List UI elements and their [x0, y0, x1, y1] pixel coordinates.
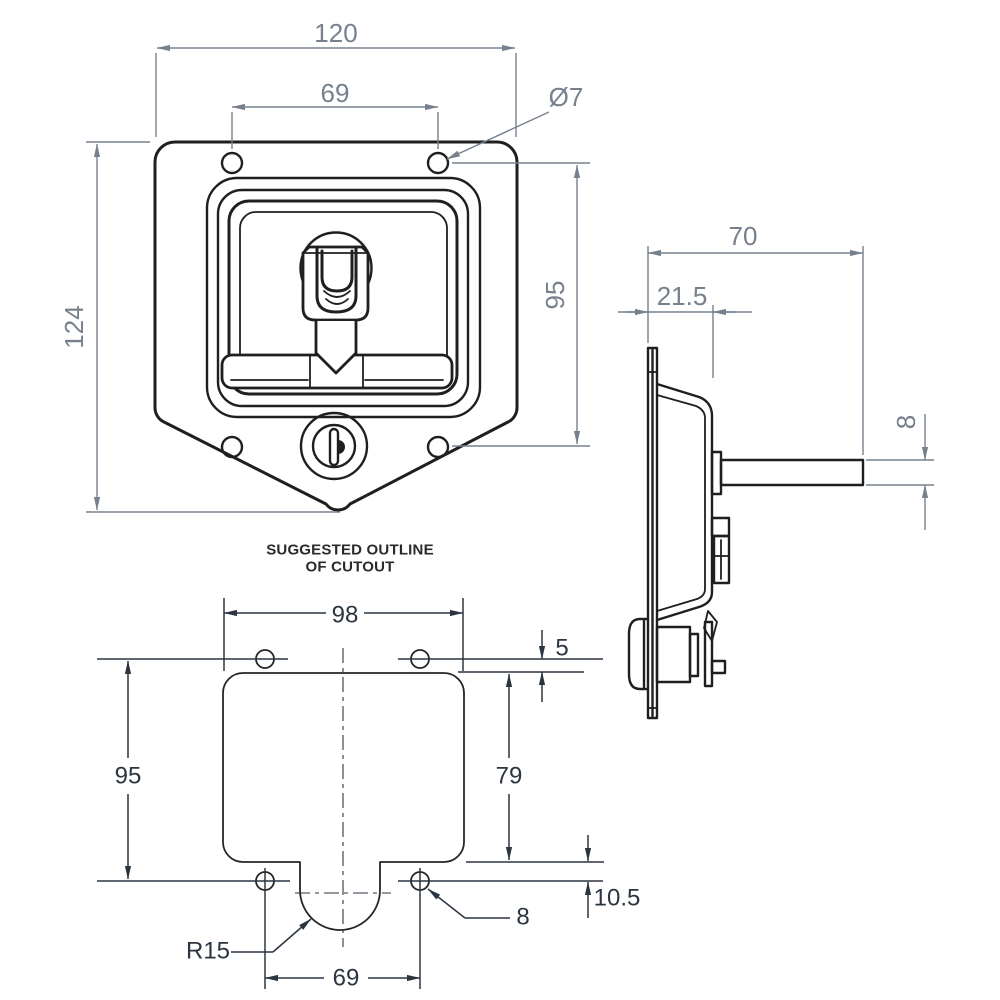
front-hole-bottom-right — [426, 435, 450, 459]
side-body-outline — [655, 382, 714, 622]
side-arm-boss — [710, 450, 723, 496]
front-plate-outline — [153, 140, 519, 512]
side-flange-plate — [646, 346, 659, 720]
dim-r15-leader-arrow — [272, 918, 312, 953]
dim-10-5-label: 10.5 — [594, 885, 641, 912]
dim-8h-label: 8 — [516, 904, 529, 931]
dim-21-5-label: 21.5 — [657, 281, 708, 311]
recess-ring-2 — [216, 188, 470, 408]
lock-inner-ring — [311, 423, 357, 469]
side-view — [627, 346, 865, 720]
handle-grip-slot — [320, 249, 354, 293]
front-view — [153, 140, 519, 512]
cutout-title: SUGGESTED OUTLINE OF CUTOUT — [266, 542, 434, 576]
handle-stem — [314, 321, 358, 375]
dim-70-label: 70 — [729, 221, 758, 251]
dim-95c-mask — [110, 758, 146, 794]
cutout-view-dimensions: 98 5 95 79 10.5 8 R15 69 — [110, 598, 640, 993]
front-hole-top-right — [426, 151, 450, 175]
side-lock-washer — [703, 620, 714, 688]
dim-r15-label: R15 — [186, 938, 230, 965]
dim-dia7-leader — [446, 111, 550, 160]
side-mid-tab — [710, 516, 731, 538]
side-body-inner — [656, 394, 706, 612]
recess-ring-1 — [205, 176, 482, 419]
side-bracket — [712, 534, 731, 585]
lock-keyway — [328, 427, 340, 467]
dim-98-mask — [326, 599, 364, 629]
handle-grip-channel — [315, 245, 358, 314]
handle-boss — [301, 245, 370, 322]
dim-79-label: 79 — [496, 763, 523, 790]
dim-124-label: 124 — [59, 305, 89, 348]
side-lock-head — [627, 617, 650, 691]
handle-grip-scoop-1 — [323, 290, 351, 298]
handle-grip-scoop-2 — [325, 298, 349, 305]
dim-69c-label: 69 — [333, 965, 360, 992]
dim-5-label: 5 — [555, 635, 568, 662]
cutout-title-line2: OF CUTOUT — [305, 559, 394, 576]
front-view-dimensions: 120 69 Ø7 124 95 — [59, 18, 590, 513]
lock-keyway-bump — [338, 440, 345, 454]
cutout-view — [97, 648, 604, 989]
dim-79-mask — [491, 758, 527, 794]
dim-8h-leader-arrow — [427, 888, 466, 919]
side-lock-nut — [688, 632, 700, 678]
side-view-dimensions: 70 21.5 8 — [618, 221, 934, 530]
dim-95c-label: 95 — [115, 763, 142, 790]
dim-8s-label: 8 — [891, 415, 921, 429]
lock-outer-ring — [299, 411, 369, 481]
front-hole-top-left — [220, 151, 244, 175]
side-lock-cam — [710, 659, 727, 675]
dim-95f-label: 95 — [540, 281, 570, 310]
dim-120-label: 120 — [314, 18, 357, 48]
cutout-title-line1: SUGGESTED OUTLINE — [266, 542, 434, 559]
front-hole-bottom-left — [220, 435, 244, 459]
dim-69-label: 69 — [321, 78, 350, 108]
side-lock-body — [655, 625, 692, 684]
dim-98-label: 98 — [332, 602, 359, 629]
side-latch-arm — [719, 458, 865, 487]
dim-dia7-label: Ø7 — [549, 82, 584, 112]
recess-ring-3 — [227, 199, 459, 396]
dim-69c-mask — [324, 963, 368, 993]
